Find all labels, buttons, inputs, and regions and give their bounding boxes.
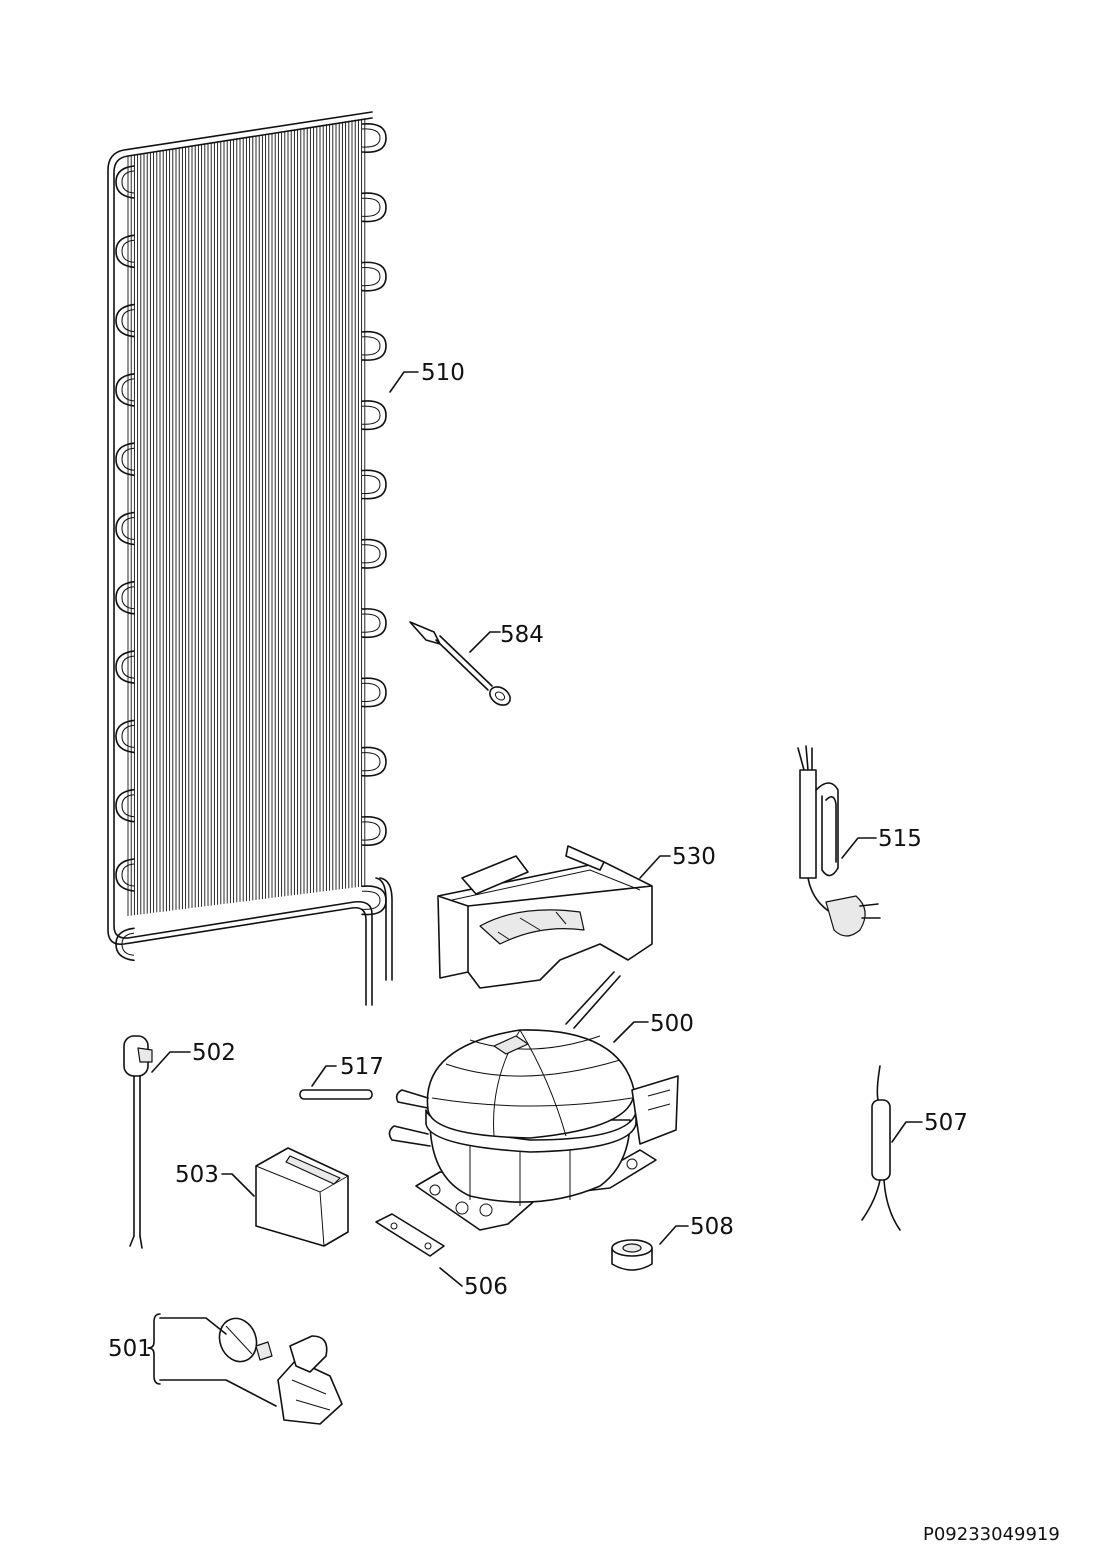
tube-loop-left-inner <box>121 932 135 956</box>
condenser-fins <box>127 118 366 916</box>
tube-loop-right-inner <box>361 682 381 702</box>
tube-loop-right <box>361 330 387 361</box>
leader-lines <box>147 371 923 1407</box>
tube-loop-right <box>361 746 387 777</box>
tube-loop-left-inner <box>121 170 135 194</box>
drip-tray-530 <box>437 845 653 989</box>
tube-loop-right-inner <box>361 405 381 425</box>
tube-loop-right <box>361 261 387 292</box>
mounting-plate-506 <box>375 1213 445 1257</box>
sensor-502 <box>123 1035 153 1249</box>
tube-loop-left <box>115 788 135 823</box>
callout-labels: 510 584 515 530 500 502 517 503 507 508 … <box>108 360 1060 1545</box>
compressor-500 <box>388 971 679 1231</box>
tube-loop-left <box>115 511 135 546</box>
tube-loop-left-inner <box>121 655 135 679</box>
filter-drier-507 <box>861 1065 901 1231</box>
tube-loop-right <box>361 469 387 500</box>
label-503: 503 <box>175 1162 219 1188</box>
tube-loop-left-inner <box>121 724 135 748</box>
grommet-508 <box>611 1239 653 1271</box>
relay-cover-503 <box>255 1147 349 1247</box>
tube-loop-left-inner <box>121 309 135 333</box>
tube-loop-right-inner <box>361 890 381 910</box>
label-508: 508 <box>690 1214 734 1240</box>
tube-loop-left <box>115 442 135 476</box>
tube-517 <box>299 1089 373 1100</box>
drawing-code: P09233049919 <box>923 1524 1060 1545</box>
tube-loop-left-inner <box>121 586 135 610</box>
tube-loop-right <box>361 815 387 847</box>
label-517: 517 <box>340 1054 384 1080</box>
tube-loop-right <box>361 400 387 431</box>
heater-515 <box>797 745 881 937</box>
tube-loop-left <box>115 581 135 615</box>
label-510: 510 <box>421 360 465 386</box>
tube-loop-left <box>115 858 135 892</box>
label-506: 506 <box>464 1274 508 1300</box>
tube-loop-left-inner <box>121 863 135 887</box>
sensor-clip-584 <box>409 621 511 706</box>
tube-loop-left-inner <box>121 378 135 402</box>
tube-loop-left <box>115 373 135 407</box>
condenser-tube-loops <box>115 122 387 962</box>
starter-relay-501 <box>218 1317 343 1425</box>
label-584: 584 <box>500 622 544 648</box>
label-515: 515 <box>878 826 922 852</box>
tube-loop-right <box>361 538 387 569</box>
tube-loop-right-inner <box>361 336 381 356</box>
tube-loop-left <box>115 234 135 269</box>
tube-loop-left <box>115 303 135 338</box>
label-502: 502 <box>192 1040 236 1066</box>
tube-loop-right-inner <box>361 544 381 564</box>
tube-loop-right-inner <box>361 197 381 217</box>
tube-loop-right-inner <box>361 128 381 148</box>
tube-loop-right-inner <box>361 267 381 287</box>
tube-loop-left <box>115 927 135 962</box>
tube-loop-right <box>361 885 387 916</box>
label-501: 501 <box>108 1336 152 1362</box>
label-507: 507 <box>924 1110 968 1136</box>
condenser-510 <box>107 111 393 1006</box>
tube-loop-left <box>115 650 135 684</box>
tube-loop-right-inner <box>361 474 381 495</box>
label-500: 500 <box>650 1011 694 1037</box>
tube-loop-right-inner <box>361 821 381 841</box>
label-530: 530 <box>672 844 716 870</box>
tube-loop-left-inner <box>121 794 135 818</box>
tube-loop-left <box>115 165 135 199</box>
tube-loop-left-inner <box>121 517 135 540</box>
tube-loop-left-inner <box>121 447 135 471</box>
tube-loop-left-inner <box>121 239 135 263</box>
tube-loop-right <box>361 122 387 154</box>
tube-loop-right <box>361 677 387 708</box>
tube-loop-right-inner <box>361 613 381 633</box>
tube-loop-right <box>361 608 387 639</box>
tube-loop-left <box>115 719 135 754</box>
tube-loop-right <box>361 192 387 223</box>
tube-loop-right-inner <box>361 752 381 772</box>
